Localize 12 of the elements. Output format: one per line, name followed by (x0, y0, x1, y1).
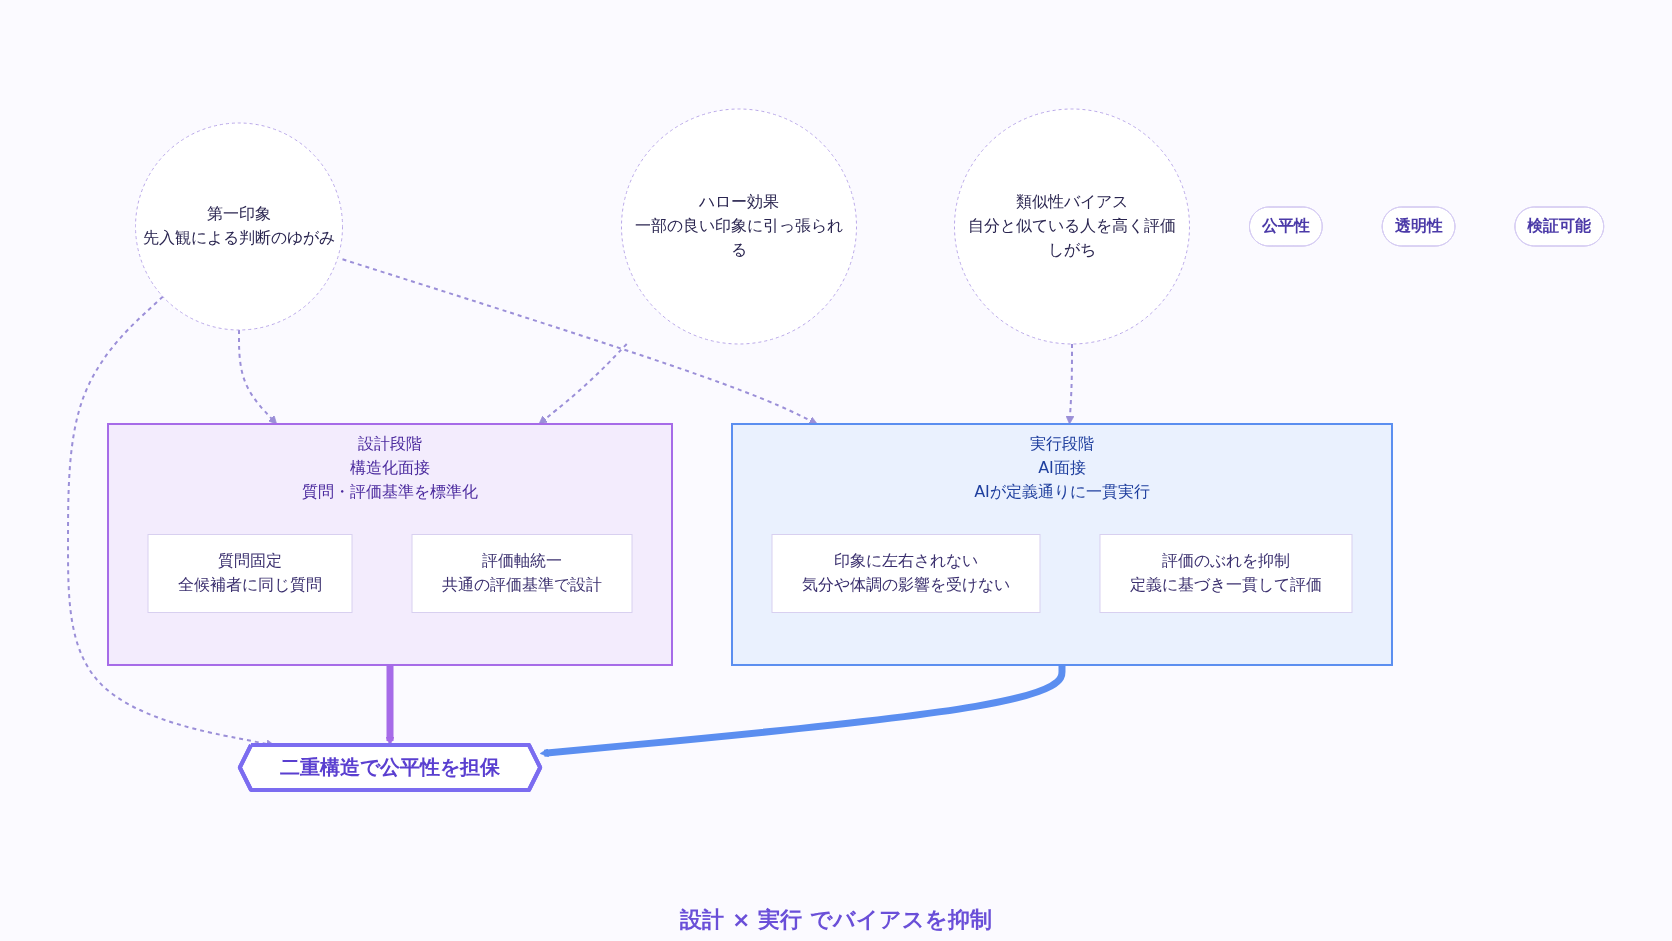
note-text: 設計 × 実行 でバイアスを抑制 (680, 906, 992, 934)
node-circle: ハロー効果 一部の良い印象に引っ張られる (621, 108, 858, 345)
node-circle: 類似性バイアス 自分と似ている人を高く評価しがち (954, 108, 1191, 345)
arrow (238, 329, 278, 425)
node-box: 質問固定 全候補者に同じ質問 (147, 534, 353, 613)
arrow (1065, 343, 1075, 425)
node-box: 評価軸統一 共通の評価基準で設計 (411, 534, 633, 613)
node-box: 評価のぶれを抑制 定義に基づき一貫して評価 (1099, 534, 1353, 613)
arrow (341, 258, 818, 425)
node-circle: 第一印象 先入観による判断のゆがみ (135, 122, 344, 331)
arrow (538, 343, 628, 425)
node-box: 印象に左右されない 気分や体調の影響を受けない (771, 534, 1041, 613)
